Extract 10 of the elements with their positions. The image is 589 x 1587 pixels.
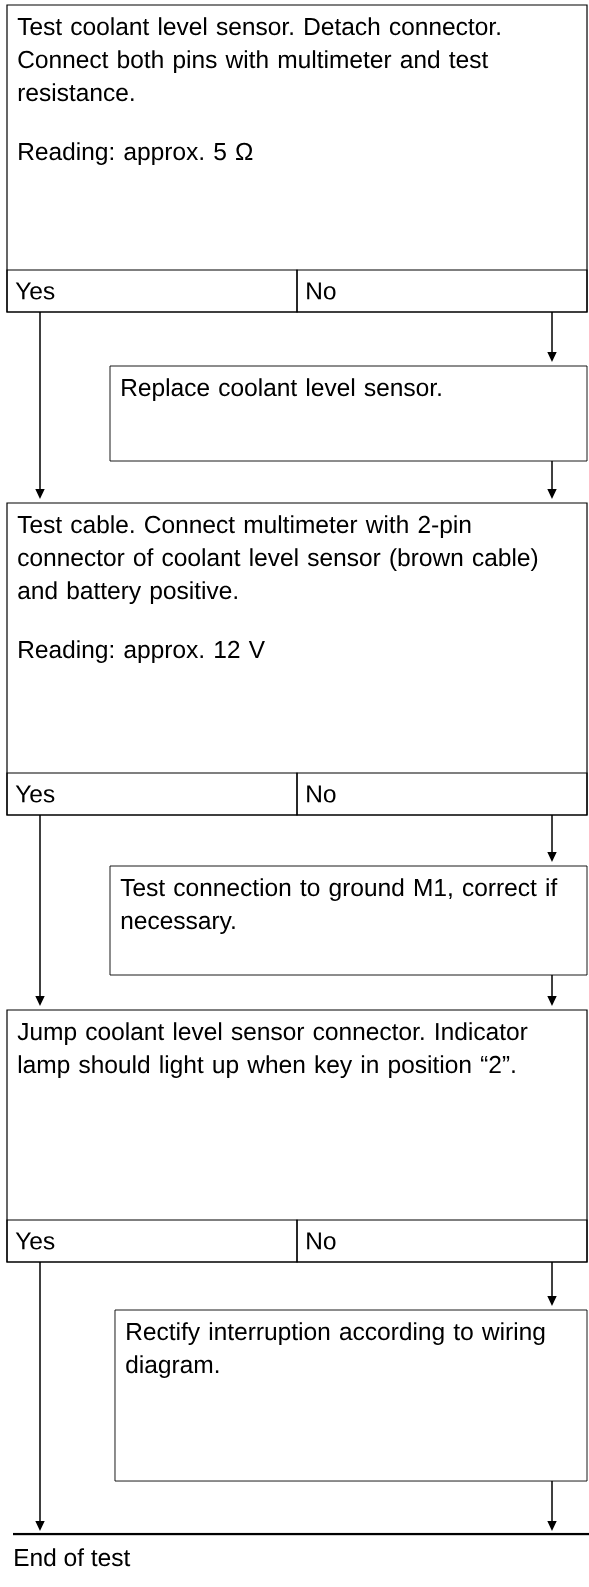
answer-cell: Yes [6, 1219, 298, 1263]
step-box: Test connection to ground M1, correct if necessary. [109, 865, 588, 976]
step-box: Replace coolant level sensor. [109, 365, 588, 462]
answer-cell: Yes [6, 269, 298, 313]
step-box: Rectify interruption according to wiring diagram. [114, 1309, 588, 1482]
answer-cell: No [296, 269, 588, 313]
end-label: End of test [13, 1532, 589, 1567]
answer-cell: Yes [6, 772, 298, 816]
answer-cell: No [296, 772, 588, 816]
answer-cell: No [296, 1219, 588, 1263]
